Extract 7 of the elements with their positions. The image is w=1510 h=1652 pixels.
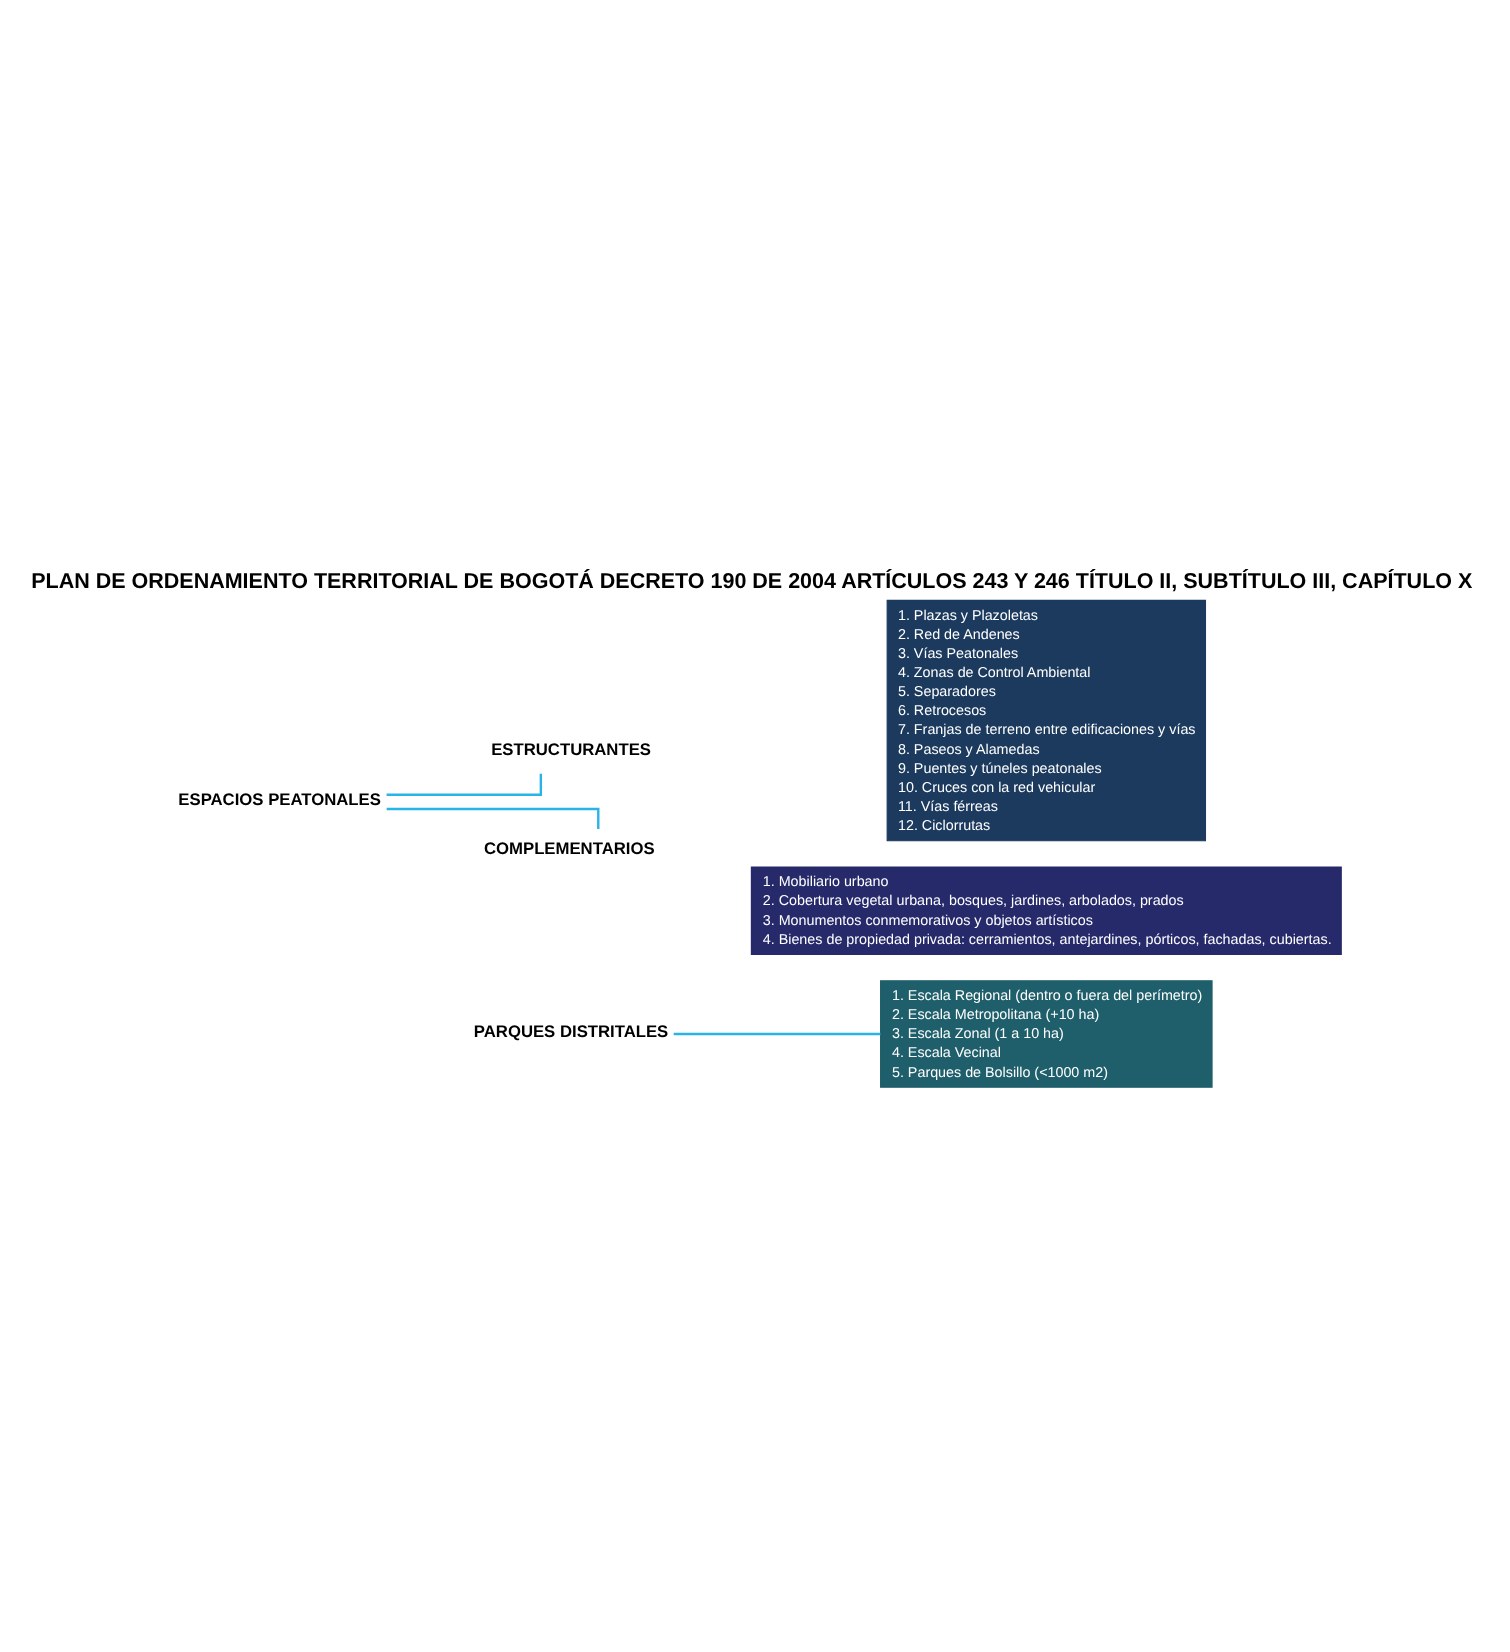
diagram-title: PLAN DE ORDENAMIENTO TERRITORIAL DE BOGOTÁ DECRETO 190 DE 2004 ARTÍCULOS 243 Y 246 TÍTULO II, SUBTÍTULO III, CAPÍTULO X [31, 568, 1473, 593]
node-text: PARQUES DISTRITALES [473, 1020, 669, 1041]
connector [386, 772, 543, 795]
node-text: ESPACIOS PEATONALES [178, 788, 381, 809]
node-text: ESTRUCTURANTES [491, 737, 651, 758]
node-text: COMPLEMENTARIOS [484, 837, 655, 858]
connector [673, 1031, 881, 1035]
